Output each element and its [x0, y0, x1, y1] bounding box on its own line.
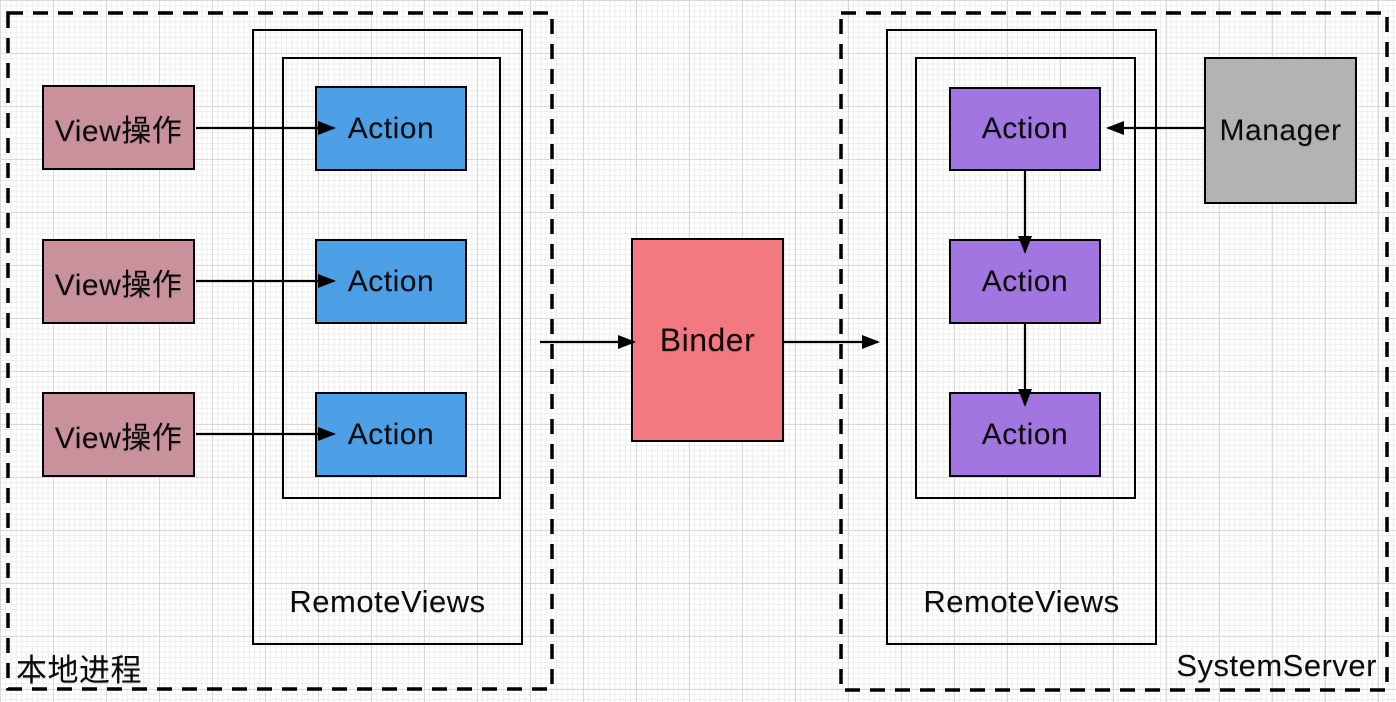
- action-box-left-1: Action: [315, 86, 467, 171]
- view-op-box-1: View操作: [42, 85, 195, 170]
- action-box-right-2: Action: [949, 239, 1101, 324]
- action-box-left-2: Action: [315, 239, 467, 324]
- remoteviews-label-right: RemoteViews: [923, 584, 1120, 619]
- binder-box: Binder: [631, 238, 784, 442]
- action-box-right-3: Action: [949, 392, 1101, 477]
- action-box-left-3: Action: [315, 392, 467, 477]
- manager-box: Manager: [1204, 57, 1357, 204]
- action-box-right-1: Action: [949, 87, 1101, 171]
- system-server-label: SystemServer: [1176, 648, 1377, 683]
- remoteviews-label-left: RemoteViews: [289, 584, 486, 619]
- view-op-box-3: View操作: [42, 392, 195, 477]
- local-process-label: 本地进程: [16, 653, 142, 688]
- view-op-box-2: View操作: [42, 239, 195, 324]
